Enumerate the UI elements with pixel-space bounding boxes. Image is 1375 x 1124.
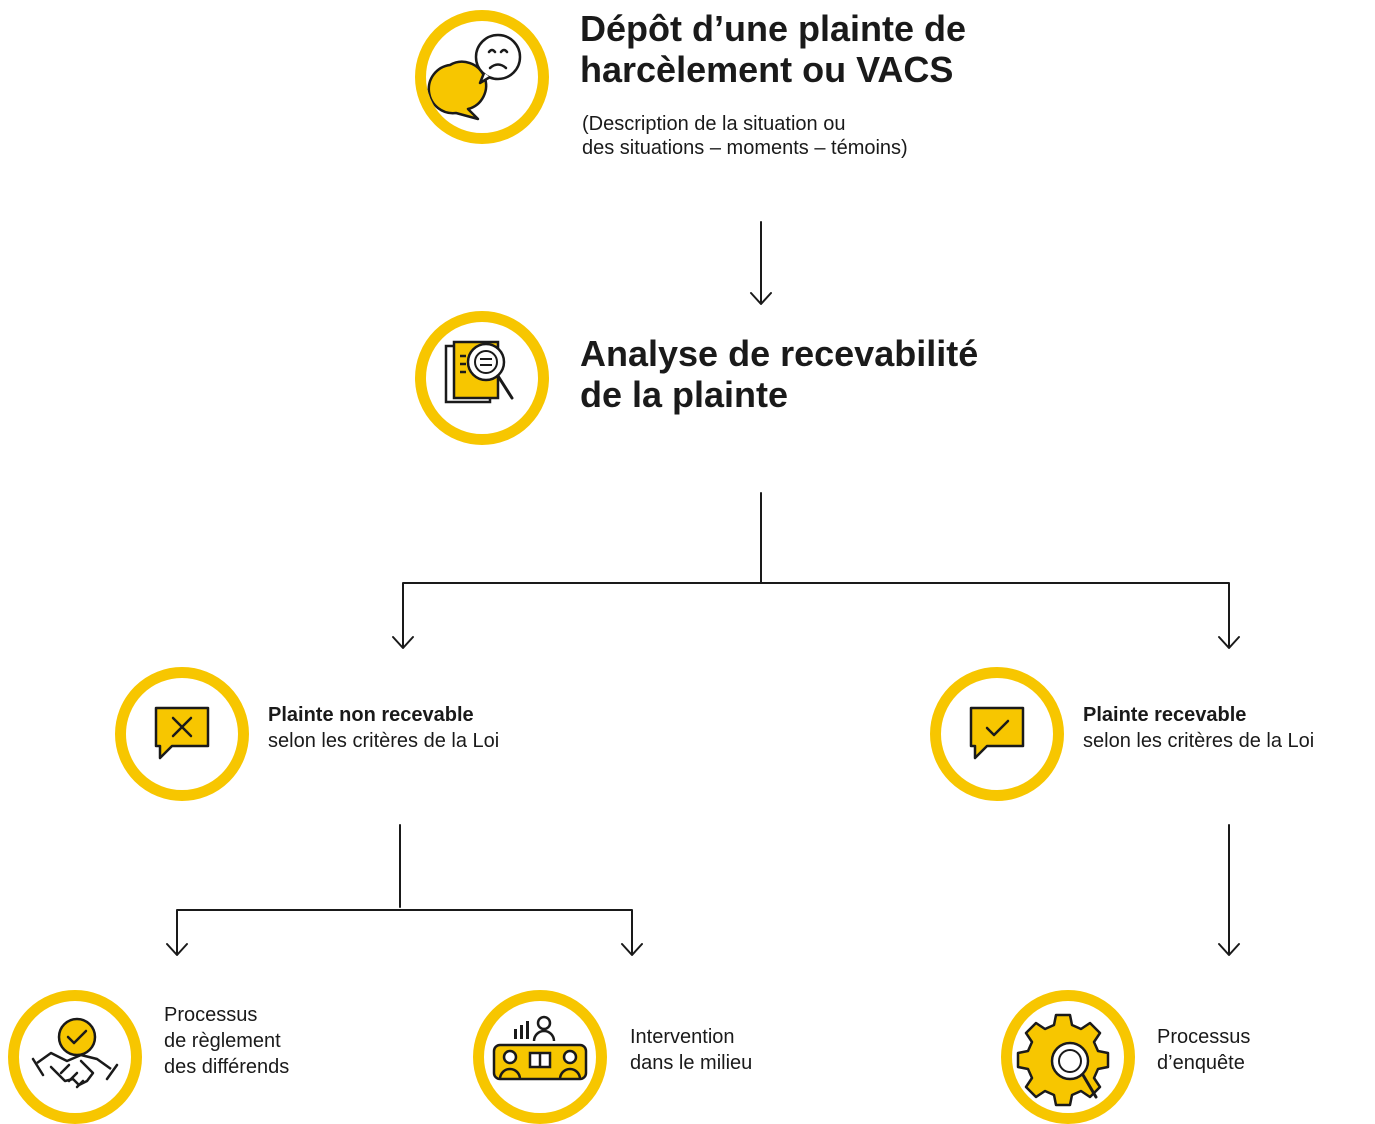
check-speech-bubble-icon: [969, 706, 1025, 760]
step1-title-line-1: Dépôt d’une plainte de: [580, 8, 967, 49]
x-speech-bubble-icon: [154, 706, 210, 760]
arrowhead-step2: [750, 292, 772, 305]
arrowhead-investigation: [1218, 943, 1240, 956]
dispute-label-line-2: de règlement: [164, 1030, 281, 1052]
investigation-icon-circle: [1001, 990, 1135, 1124]
branch-left-icon-circle: [115, 667, 249, 801]
intervention-label-line-2: dans le milieu: [630, 1052, 753, 1074]
investigation-label-line-1: Processus: [1157, 1026, 1251, 1048]
step2-title: Analyse de recevabilité de la plainte: [580, 333, 978, 415]
step1-subtitle: (Description de la situation ou des situ…: [582, 112, 908, 160]
step2-title-line-2: de la plainte: [580, 374, 789, 415]
arrowhead-intervention: [621, 943, 643, 956]
step1-title-line-2: harcèlement ou VACS: [580, 49, 954, 90]
arrowhead-right-branch: [1218, 636, 1240, 649]
step2-icon-circle: [415, 311, 549, 445]
step1-icon-circle: [415, 10, 549, 144]
sad-speech-bubble-icon: [427, 33, 522, 121]
intervention-label-line-1: Intervention: [630, 1026, 735, 1048]
intervention-icon-circle: [473, 990, 607, 1124]
meeting-table-icon: [492, 1015, 588, 1081]
handshake-check-icon: [31, 1017, 119, 1089]
arrowhead-left-branch: [392, 636, 414, 649]
connector-left-outcomes: [176, 909, 633, 954]
branch-right-label: Plainte recevable selon les critères de …: [1083, 702, 1314, 754]
dispute-label: Processus de règlement des différends: [164, 1002, 289, 1080]
investigation-label-line-2: d’enquête: [1157, 1052, 1245, 1074]
branch-left-text: selon les critères de la Loi: [268, 730, 500, 752]
step2-title-line-1: Analyse de recevabilité: [580, 333, 979, 374]
dispute-label-line-1: Processus: [164, 1004, 258, 1026]
step1-subtitle-line-1: (Description de la situation ou: [582, 113, 846, 135]
dispute-icon-circle: [8, 990, 142, 1124]
step1-subtitle-line-2: des situations – moments – témoins): [582, 137, 908, 159]
connector-split-branches: [402, 582, 1230, 647]
step1-title: Dépôt d’une plainte de harcèlement ou VA…: [580, 8, 966, 90]
document-magnifier-icon: [444, 340, 514, 404]
investigation-label: Processus d’enquête: [1157, 1024, 1250, 1076]
branch-left-title: Plainte non recevable: [268, 704, 474, 726]
branch-right-icon-circle: [930, 667, 1064, 801]
gear-magnifier-icon: [1016, 1013, 1110, 1107]
arrowhead-dispute: [166, 943, 188, 956]
branch-left-label: Plainte non recevable selon les critères…: [268, 702, 499, 754]
intervention-label: Intervention dans le milieu: [630, 1024, 752, 1076]
dispute-label-line-3: des différends: [164, 1056, 290, 1078]
branch-right-title: Plainte recevable: [1083, 704, 1247, 726]
branch-right-text: selon les critères de la Loi: [1083, 730, 1315, 752]
